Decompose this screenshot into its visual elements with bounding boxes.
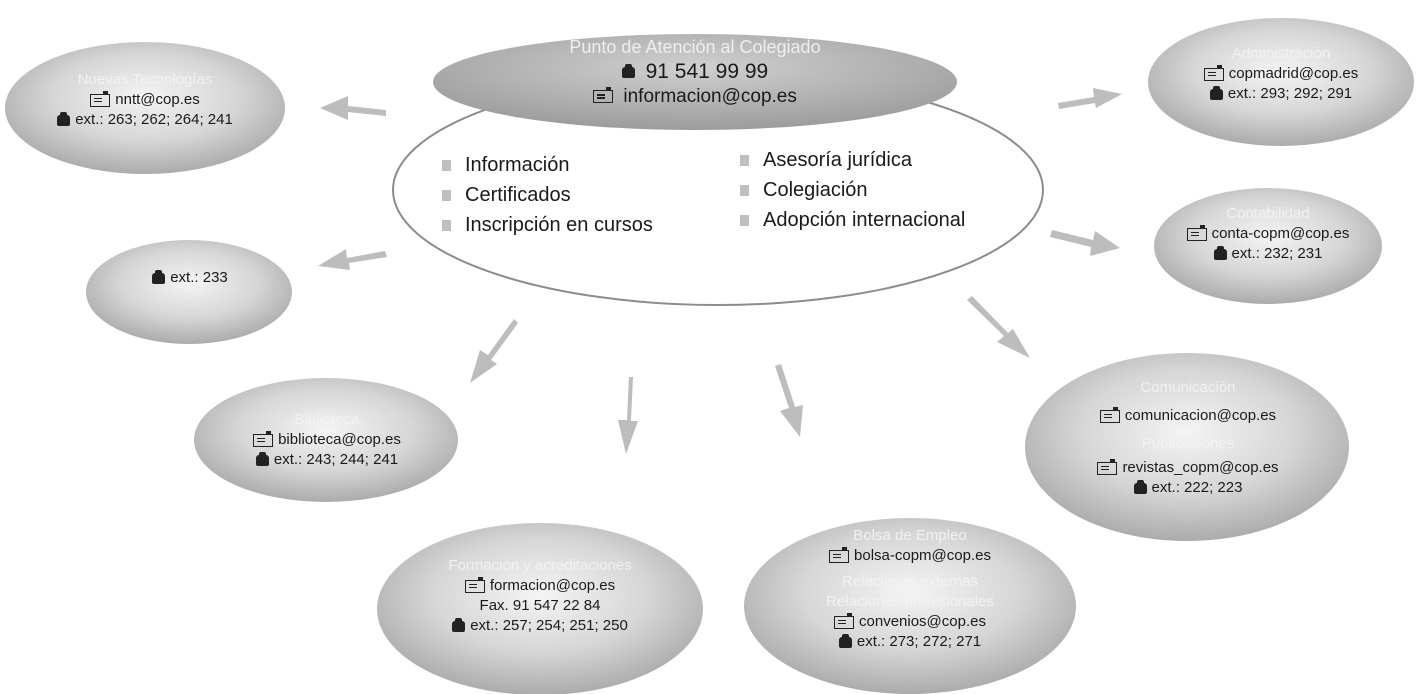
bib-ext: ext.: 243; 244; 241 xyxy=(273,451,399,468)
form-title: Formación y acreditaciones xyxy=(448,557,632,574)
bullet-icon xyxy=(442,220,451,232)
arrow-nntt xyxy=(320,96,386,120)
com-ext: ext.: 222; 223 xyxy=(1151,479,1243,496)
phone-icon xyxy=(255,451,269,466)
arrow-form xyxy=(618,377,638,454)
bolsa-ext: ext.: 273; 272; 271 xyxy=(856,633,982,650)
bib-ellipse xyxy=(194,378,458,502)
nntt-title: Nuevas Tecnologías xyxy=(77,71,213,88)
bullet-icon xyxy=(740,215,749,227)
conta-email[interactable]: conta-copm@cop.es xyxy=(1211,225,1350,242)
mail-icon xyxy=(834,612,855,629)
bolsa-title3: Relaciones profesionales xyxy=(826,593,994,610)
form-ellipse xyxy=(377,523,703,694)
com-email2[interactable]: revistas_copm@cop.es xyxy=(1122,459,1279,476)
bib-email[interactable]: biblioteca@cop.es xyxy=(278,431,401,448)
arrow-bib xyxy=(470,319,518,383)
conta-node: Contabilidad conta-copm@cop.es ext.: 232… xyxy=(1155,204,1381,264)
bolsa-node: Bolsa de Empleo bolsa-copm@cop.es Relaci… xyxy=(745,526,1075,652)
nntt-ext: ext.: 263; 262; 264; 241 xyxy=(75,111,233,128)
arrow-conta xyxy=(1050,230,1120,256)
admin-title: Administración xyxy=(1231,45,1331,62)
small-ellipse xyxy=(86,240,292,344)
com-title2: Publicaciones xyxy=(1141,435,1235,452)
phone-icon xyxy=(452,617,466,632)
center-phone: 91 541 99 99 xyxy=(645,60,769,83)
service-asesoria: Asesoría jurídica xyxy=(763,149,912,171)
admin-email[interactable]: copmadrid@cop.es xyxy=(1228,65,1359,82)
mail-icon xyxy=(1099,406,1120,423)
center-title: Punto de Atención al Colegiado xyxy=(569,37,821,57)
form-email[interactable]: formacion@cop.es xyxy=(489,577,616,594)
admin-ext: ext.: 293; 292; 291 xyxy=(1227,85,1353,102)
mail-icon xyxy=(1203,64,1224,81)
arrow-admin xyxy=(1058,88,1122,109)
phone-icon xyxy=(57,111,71,126)
phone-icon xyxy=(1213,245,1227,260)
mail-icon xyxy=(829,546,850,563)
bolsa-email2[interactable]: convenios@cop.es xyxy=(859,613,986,630)
small-ext: ext.: 233 xyxy=(170,269,228,286)
bolsa-title: Bolsa de Empleo xyxy=(853,527,967,544)
service-inscripcion: Inscripción en cursos xyxy=(465,214,653,236)
arrow-bolsa xyxy=(775,364,803,437)
service-informacion: Información xyxy=(465,154,570,176)
center-email[interactable]: informacion@cop.es xyxy=(623,86,797,107)
com-ellipse xyxy=(1025,353,1349,541)
service-certificados: Certificados xyxy=(465,184,571,206)
nntt-ellipse xyxy=(5,42,285,174)
services-left-list: Información Certificados Inscripción en … xyxy=(442,150,653,240)
conta-ellipse xyxy=(1154,188,1382,304)
mail-icon xyxy=(593,87,614,104)
bullet-icon xyxy=(740,185,749,197)
mail-icon xyxy=(464,576,485,593)
services-right-list: Asesoría jurídica Colegiación Adopción i… xyxy=(740,145,965,235)
bullet-icon xyxy=(442,160,451,172)
mail-icon xyxy=(1186,224,1207,241)
phone-icon xyxy=(152,269,166,284)
phone-icon xyxy=(838,633,852,648)
mail-icon xyxy=(90,90,111,107)
bullet-icon xyxy=(740,155,749,167)
form-fax: Fax. 91 547 22 84 xyxy=(479,597,601,614)
arrows xyxy=(318,88,1122,454)
phone-icon xyxy=(1209,85,1223,100)
bib-title: Biblioteca xyxy=(294,411,360,428)
bolsa-title2: Relaciones externas xyxy=(842,573,978,590)
arrow-small xyxy=(318,249,387,270)
nntt-node: Nuevas Tecnologías nntt@cop.es ext.: 263… xyxy=(10,70,280,130)
phone-icon xyxy=(621,63,635,78)
phone-icon xyxy=(1133,479,1147,494)
mail-icon xyxy=(1097,458,1118,475)
center-header-ellipse xyxy=(433,34,957,130)
com-email[interactable]: comunicacion@cop.es xyxy=(1124,407,1277,424)
admin-node: Administración copmadrid@cop.es ext.: 29… xyxy=(1150,44,1412,104)
service-colegiacion: Colegiación xyxy=(763,179,868,201)
conta-ext: ext.: 232; 231 xyxy=(1231,245,1323,262)
form-node: Formación y acreditaciones formacion@cop… xyxy=(380,556,700,636)
nntt-email[interactable]: nntt@cop.es xyxy=(115,91,200,108)
small-node: ext.: 233 xyxy=(90,268,290,288)
service-adopcion: Adopción internacional xyxy=(763,209,966,231)
conta-title: Contabilidad xyxy=(1226,205,1310,222)
center-header: Punto de Atención al Colegiado 91 541 99… xyxy=(440,36,950,108)
com-node: Comunicación comunicacion@cop.es Publica… xyxy=(1028,378,1348,498)
bolsa-ellipse xyxy=(744,518,1076,694)
arrow-com xyxy=(967,296,1030,358)
com-title: Comunicación xyxy=(1140,379,1236,396)
bolsa-email[interactable]: bolsa-copm@cop.es xyxy=(854,547,991,564)
bullet-icon xyxy=(442,190,451,202)
form-ext: ext.: 257; 254; 251; 250 xyxy=(470,617,628,634)
admin-ellipse xyxy=(1148,18,1414,146)
bib-node: Biblioteca biblioteca@cop.es ext.: 243; … xyxy=(196,410,458,470)
mail-icon xyxy=(253,430,274,447)
